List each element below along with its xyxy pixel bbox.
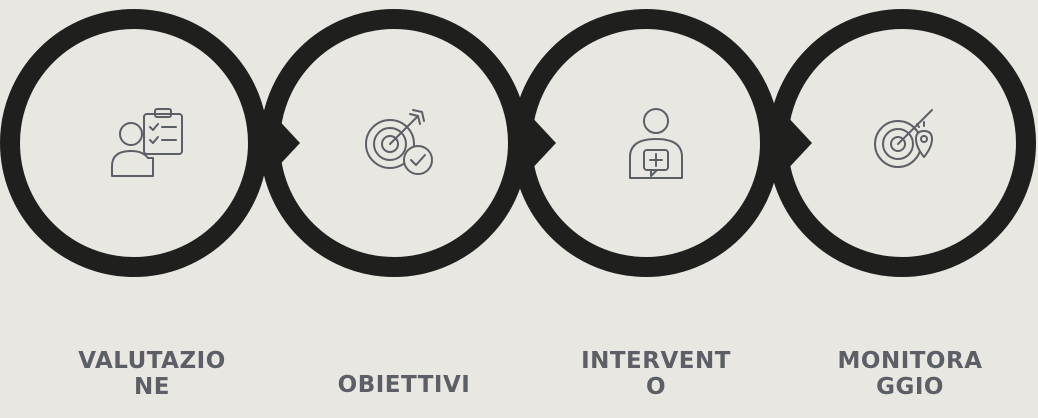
step-label-obiettivi: OBIETTIVI [304,372,504,398]
ring-4 [768,9,1036,277]
label-line: NE [134,374,170,400]
label-line: OBIETTIVI [337,372,471,398]
step-label-monitoraggio: MONITORA GGIO [810,348,1010,400]
ring-2 [260,9,528,277]
label-line: O [645,374,667,400]
step-label-intervento: INTERVENT O [556,348,756,400]
radar-location-icon [874,109,933,168]
ring-3 [512,9,780,277]
target-check-icon [365,109,433,175]
step-label-valutazione: VALUTAZIO NE [52,348,252,400]
label-line: GGIO [876,374,944,400]
label-line: MONITORA [837,348,983,374]
ring-1 [0,9,268,277]
label-line: INTERVENT [581,348,731,374]
assessment-checklist-icon [111,108,183,177]
arrow-2 [528,113,556,173]
arrow-1 [272,113,300,173]
label-line: VALUTAZIO [78,348,226,374]
person-medical-icon [629,108,683,179]
arrow-3 [784,113,812,173]
